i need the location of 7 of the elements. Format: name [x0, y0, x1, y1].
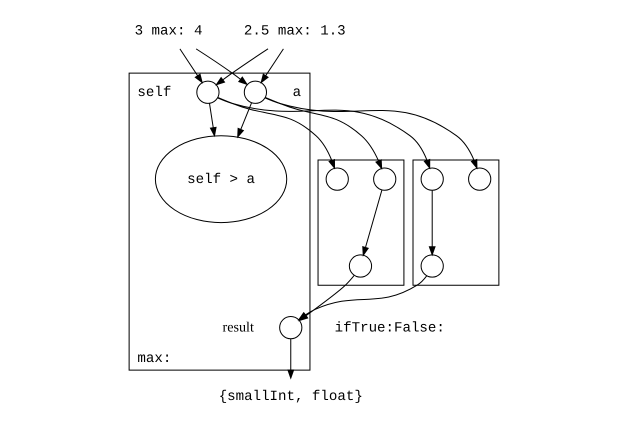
node-label: a	[292, 85, 301, 102]
node-text: 3 max: 4	[134, 23, 202, 40]
node-label: result	[222, 319, 254, 336]
label: ifTrue:False:	[334, 320, 444, 336]
node-text: 2.5 max: 1.3	[243, 23, 346, 40]
node-label: self	[136, 85, 171, 102]
node-text: {smallInt, float}	[218, 389, 362, 406]
